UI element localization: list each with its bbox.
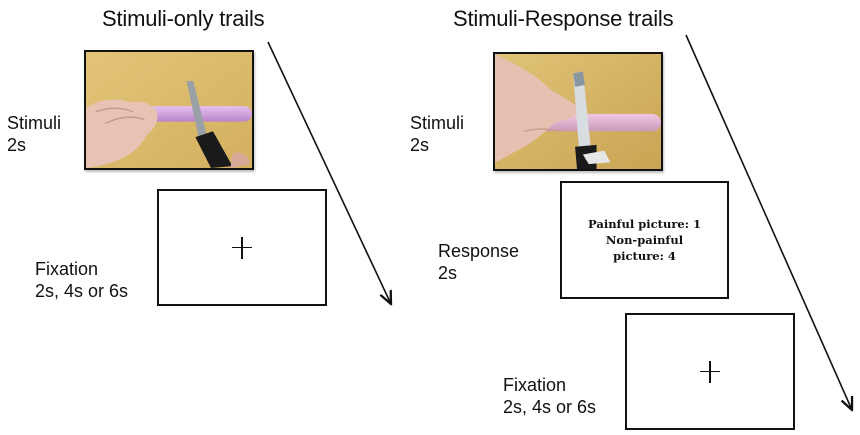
response-screen: Painful picture: 1 Non-painful picture: …	[560, 181, 729, 299]
time-arrow-right	[685, 34, 852, 410]
stimulus-photo	[493, 52, 663, 171]
panel-title: Stimuli-only trails	[102, 6, 265, 31]
fixation-cross-icon	[232, 236, 252, 259]
fixation-screen	[157, 189, 327, 306]
fixation-label: Fixation 2s, 4s or 6s	[35, 259, 129, 301]
fixation-cross-icon	[700, 360, 720, 383]
stimulus-photo	[84, 50, 254, 170]
stimuli-label: Stimuli 2s	[7, 113, 62, 155]
time-arrow-left	[267, 41, 391, 304]
stimulus-image	[86, 52, 252, 168]
stimuli-label: Stimuli 2s	[410, 113, 465, 155]
response-line: picture: 4	[613, 249, 676, 263]
response-label: Response 2s	[438, 241, 520, 283]
stimulus-image	[495, 54, 661, 169]
response-line: Non-painful	[605, 233, 684, 247]
response-instructions: Painful picture: 1 Non-painful picture: …	[562, 216, 727, 264]
response-line: Painful picture: 1	[588, 217, 701, 231]
panel-title: Stimuli-Response trails	[453, 6, 674, 31]
fixation-label: Fixation 2s, 4s or 6s	[503, 375, 597, 417]
fixation-screen	[625, 313, 795, 430]
